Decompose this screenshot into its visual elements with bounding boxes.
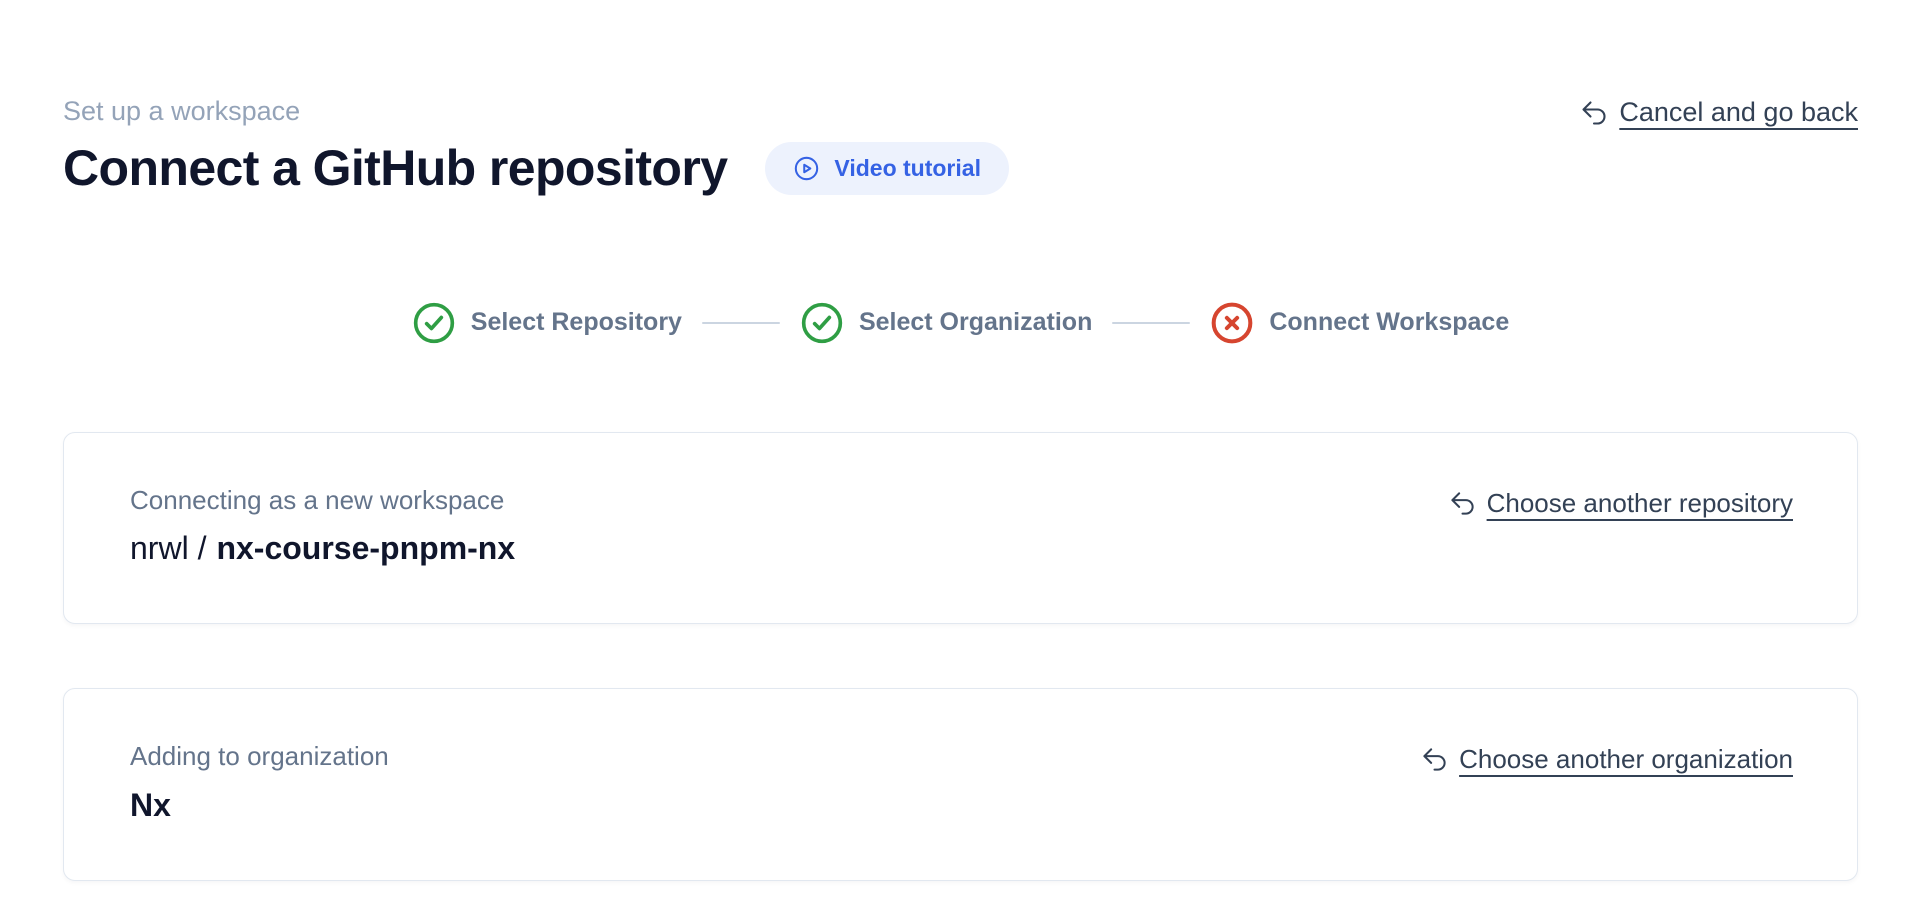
repository-name: nrwl / nx-course-pnpm-nx bbox=[130, 530, 515, 567]
stepper-connector bbox=[1112, 321, 1191, 324]
step-select-organization: Select Organization bbox=[800, 301, 1092, 345]
stepper-connector bbox=[701, 321, 780, 324]
organization-card: Adding to organization Nx Choose another… bbox=[63, 688, 1858, 881]
video-tutorial-label: Video tutorial bbox=[834, 155, 981, 182]
organization-card-label: Adding to organization bbox=[130, 741, 389, 772]
undo-arrow-icon bbox=[1421, 746, 1448, 773]
setup-stepper: Select Repository Select Organization Co… bbox=[63, 301, 1858, 345]
step-label: Connect Workspace bbox=[1269, 308, 1510, 336]
repository-owner: nrwl / bbox=[130, 530, 207, 567]
eyebrow-label: Set up a workspace bbox=[63, 96, 301, 126]
choose-another-repository-link[interactable]: Choose another repository bbox=[1449, 488, 1793, 519]
title-row: Connect a GitHub repository Video tutori… bbox=[63, 140, 1858, 198]
choose-repository-link-text: Choose another repository bbox=[1486, 487, 1793, 518]
cancel-link-text: Cancel and go back bbox=[1619, 97, 1858, 127]
repository-card-label: Connecting as a new workspace bbox=[130, 484, 505, 515]
step-label: Select Organization bbox=[858, 308, 1093, 336]
page-header: Set up a workspace Cancel and go back bbox=[63, 96, 1858, 128]
repository-card-info: Connecting as a new workspace nrwl / nx-… bbox=[130, 484, 515, 568]
step-label: Select Repository bbox=[470, 308, 682, 336]
organization-name: Nx bbox=[130, 787, 171, 824]
step-select-repository: Select Repository bbox=[412, 301, 682, 345]
check-circle-icon bbox=[800, 301, 844, 345]
organization-card-info: Adding to organization Nx bbox=[130, 741, 389, 824]
choose-another-organization-link[interactable]: Choose another organization bbox=[1421, 744, 1793, 775]
organization-name-row: Nx bbox=[130, 787, 389, 824]
repository-card: Connecting as a new workspace nrwl / nx-… bbox=[63, 431, 1858, 625]
page-title: Connect a GitHub repository bbox=[63, 140, 728, 196]
choose-organization-link-text: Choose another organization bbox=[1459, 744, 1793, 775]
setup-workspace-page: Set up a workspace Cancel and go back Co… bbox=[63, 96, 1858, 881]
cancel-and-go-back-link[interactable]: Cancel and go back bbox=[1580, 97, 1858, 128]
x-circle-icon bbox=[1210, 301, 1254, 345]
undo-arrow-icon bbox=[1449, 490, 1476, 517]
check-circle-icon bbox=[412, 301, 456, 345]
video-tutorial-button[interactable]: Video tutorial bbox=[765, 142, 1009, 196]
repository-repo-name: nx-course-pnpm-nx bbox=[216, 530, 516, 567]
play-circle-icon bbox=[793, 155, 820, 182]
undo-arrow-icon bbox=[1580, 99, 1608, 127]
step-connect-workspace: Connect Workspace bbox=[1210, 301, 1509, 345]
